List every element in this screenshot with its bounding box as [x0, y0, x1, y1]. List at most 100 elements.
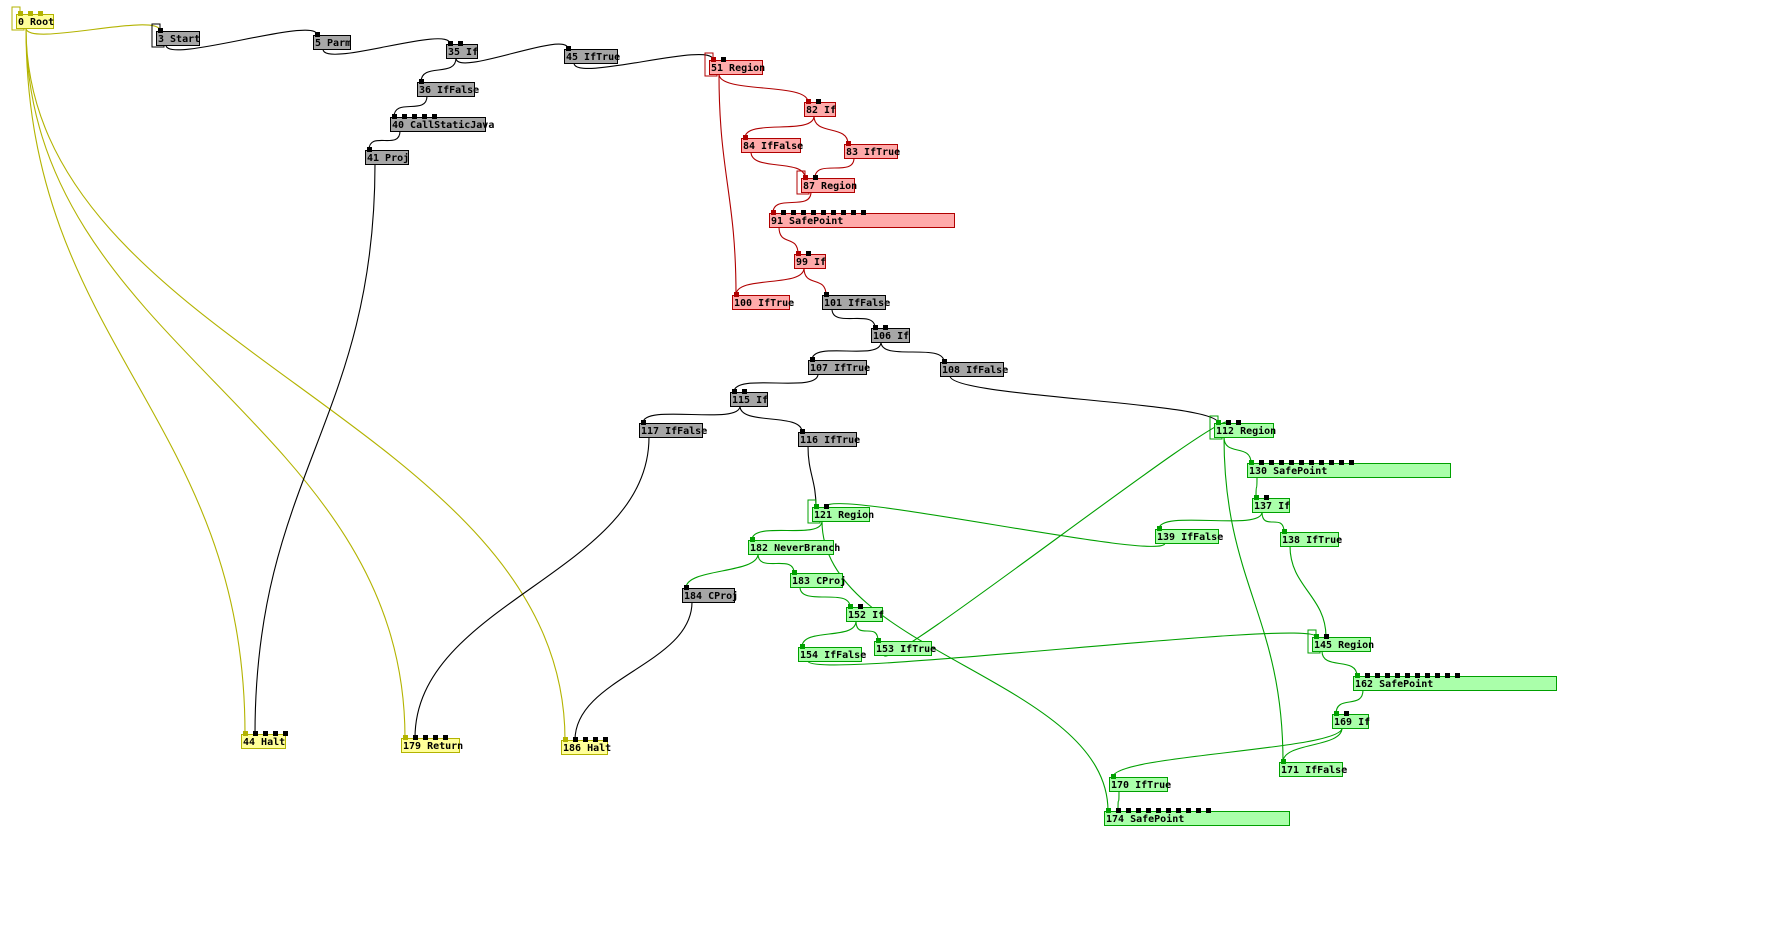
edge-137-to-139 [1158, 511, 1263, 530]
graph-node-83[interactable]: 83 IfTrue [844, 141, 901, 159]
node-box[interactable] [1279, 762, 1343, 777]
graph-node-116[interactable]: 116 IfTrue [798, 429, 861, 447]
node-box[interactable] [741, 138, 801, 153]
node-box[interactable] [822, 295, 886, 310]
node-box[interactable] [798, 432, 857, 447]
graph-node-117[interactable]: 117 IfFalse [639, 420, 708, 438]
node-box[interactable] [313, 35, 351, 50]
graph-node-106[interactable]: 106 If [871, 325, 910, 343]
node-box[interactable] [1214, 423, 1274, 438]
graph-node-162[interactable]: 162 SafePoint [1353, 673, 1557, 691]
edge-35-to-36 [420, 57, 457, 83]
graph-node-87[interactable]: 87 Region [796, 170, 857, 195]
input-port-icon [392, 114, 397, 119]
graph-node-130[interactable]: 130 SafePoint [1247, 460, 1451, 478]
graph-node-153[interactable]: 153 IfTrue [874, 638, 937, 656]
input-port-icon [38, 11, 43, 16]
graph-node-186[interactable]: 186 Halt [561, 737, 612, 755]
node-box[interactable] [940, 362, 1004, 377]
graph-node-179[interactable]: 179 Return [401, 735, 464, 753]
input-port-icon [821, 210, 826, 215]
graph-node-183[interactable]: 183 CProj [790, 570, 847, 588]
node-box[interactable] [798, 647, 862, 662]
graph-node-115[interactable]: 115 If [730, 389, 769, 407]
graph-node-44[interactable]: 44 Halt [241, 731, 289, 749]
graph-node-101[interactable]: 101 IfFalse [822, 292, 891, 310]
graph-node-171[interactable]: 171 IfFalse [1279, 759, 1348, 777]
self-loop-edge [151, 23, 165, 48]
graph-node-145[interactable]: 145 Region [1307, 629, 1374, 654]
node-box[interactable] [682, 588, 735, 603]
input-port-icon [811, 210, 816, 215]
node-box[interactable] [390, 117, 486, 132]
input-port-icon [824, 504, 829, 509]
node-box[interactable] [564, 49, 618, 64]
node-box[interactable] [1280, 532, 1339, 547]
graph-node-0[interactable]: 0 Root [11, 6, 54, 31]
input-port-icon [1289, 460, 1294, 465]
graph-node-184[interactable]: 184 CProj [682, 585, 739, 603]
node-box[interactable] [730, 392, 768, 407]
graph-node-174[interactable]: 174 SafePoint [1104, 808, 1290, 826]
graph-node-45[interactable]: 45 IfTrue [564, 46, 621, 64]
graph-node-36[interactable]: 36 IfFalse [417, 79, 480, 97]
node-box[interactable] [1252, 498, 1290, 513]
graph-node-41[interactable]: 41 Proj [365, 147, 410, 165]
node-box[interactable] [1155, 529, 1219, 544]
node-box[interactable] [801, 178, 855, 193]
node-box[interactable] [812, 507, 870, 522]
node-box[interactable] [1332, 714, 1369, 729]
graph-node-3[interactable]: 3 Start [151, 23, 200, 48]
graph-node-100[interactable]: 100 IfTrue [732, 292, 795, 310]
graph-node-170[interactable]: 170 IfTrue [1109, 774, 1172, 792]
input-port-icon [1344, 711, 1349, 716]
graph-node-82[interactable]: 82 If [804, 99, 837, 117]
graph-node-169[interactable]: 169 If [1332, 711, 1371, 729]
input-port-icon [273, 731, 278, 736]
graph-node-182[interactable]: 182 NeverBranch [748, 537, 841, 555]
graph-node-35[interactable]: 35 If [446, 41, 479, 59]
node-box[interactable] [846, 607, 883, 622]
node-label: 137 If [1254, 501, 1290, 512]
graph-node-121[interactable]: 121 Region [807, 499, 874, 524]
graph-node-91[interactable]: 91 SafePoint [769, 210, 955, 228]
input-port-icon [734, 292, 739, 297]
node-box[interactable] [365, 150, 409, 165]
node-box[interactable] [709, 60, 763, 75]
node-box[interactable] [790, 573, 843, 588]
graph-node-84[interactable]: 84 IfFalse [741, 135, 804, 153]
graph-node-152[interactable]: 152 If [846, 604, 885, 622]
graph-node-99[interactable]: 99 If [794, 251, 827, 269]
graph-node-51[interactable]: 51 Region [704, 52, 765, 77]
graph-node-108[interactable]: 108 IfFalse [940, 359, 1009, 377]
node-box[interactable] [401, 738, 460, 753]
node-box[interactable] [874, 641, 932, 656]
graph-node-138[interactable]: 138 IfTrue [1280, 529, 1343, 547]
node-box[interactable] [1109, 777, 1168, 792]
node-label: 179 Return [403, 741, 463, 752]
node-label: 116 IfTrue [800, 435, 860, 446]
graph-node-5[interactable]: 5 Parm [313, 32, 352, 50]
graph-node-40[interactable]: 40 CallStaticJava [390, 114, 495, 132]
node-box[interactable] [871, 328, 910, 343]
input-port-icon [413, 735, 418, 740]
node-box[interactable] [732, 295, 790, 310]
node-box[interactable] [844, 144, 898, 159]
input-port-icon [1455, 673, 1460, 678]
input-port-icon [1405, 673, 1410, 678]
graph-node-137[interactable]: 137 If [1252, 495, 1291, 513]
node-box[interactable] [639, 423, 703, 438]
node-box[interactable] [156, 31, 200, 46]
node-box[interactable] [748, 540, 834, 555]
input-port-icon [883, 325, 888, 330]
graph-node-107[interactable]: 107 IfTrue [808, 357, 871, 375]
graph-node-139[interactable]: 139 IfFalse [1155, 526, 1224, 544]
graph-node-112[interactable]: 112 Region [1209, 415, 1276, 440]
edge-115-to-117 [642, 405, 741, 424]
node-box[interactable] [16, 14, 54, 29]
node-box[interactable] [417, 82, 475, 97]
graph-node-154[interactable]: 154 IfFalse [798, 644, 867, 662]
edge-108-to-112 [949, 375, 1219, 424]
node-box[interactable] [1312, 637, 1371, 652]
node-box[interactable] [808, 360, 867, 375]
